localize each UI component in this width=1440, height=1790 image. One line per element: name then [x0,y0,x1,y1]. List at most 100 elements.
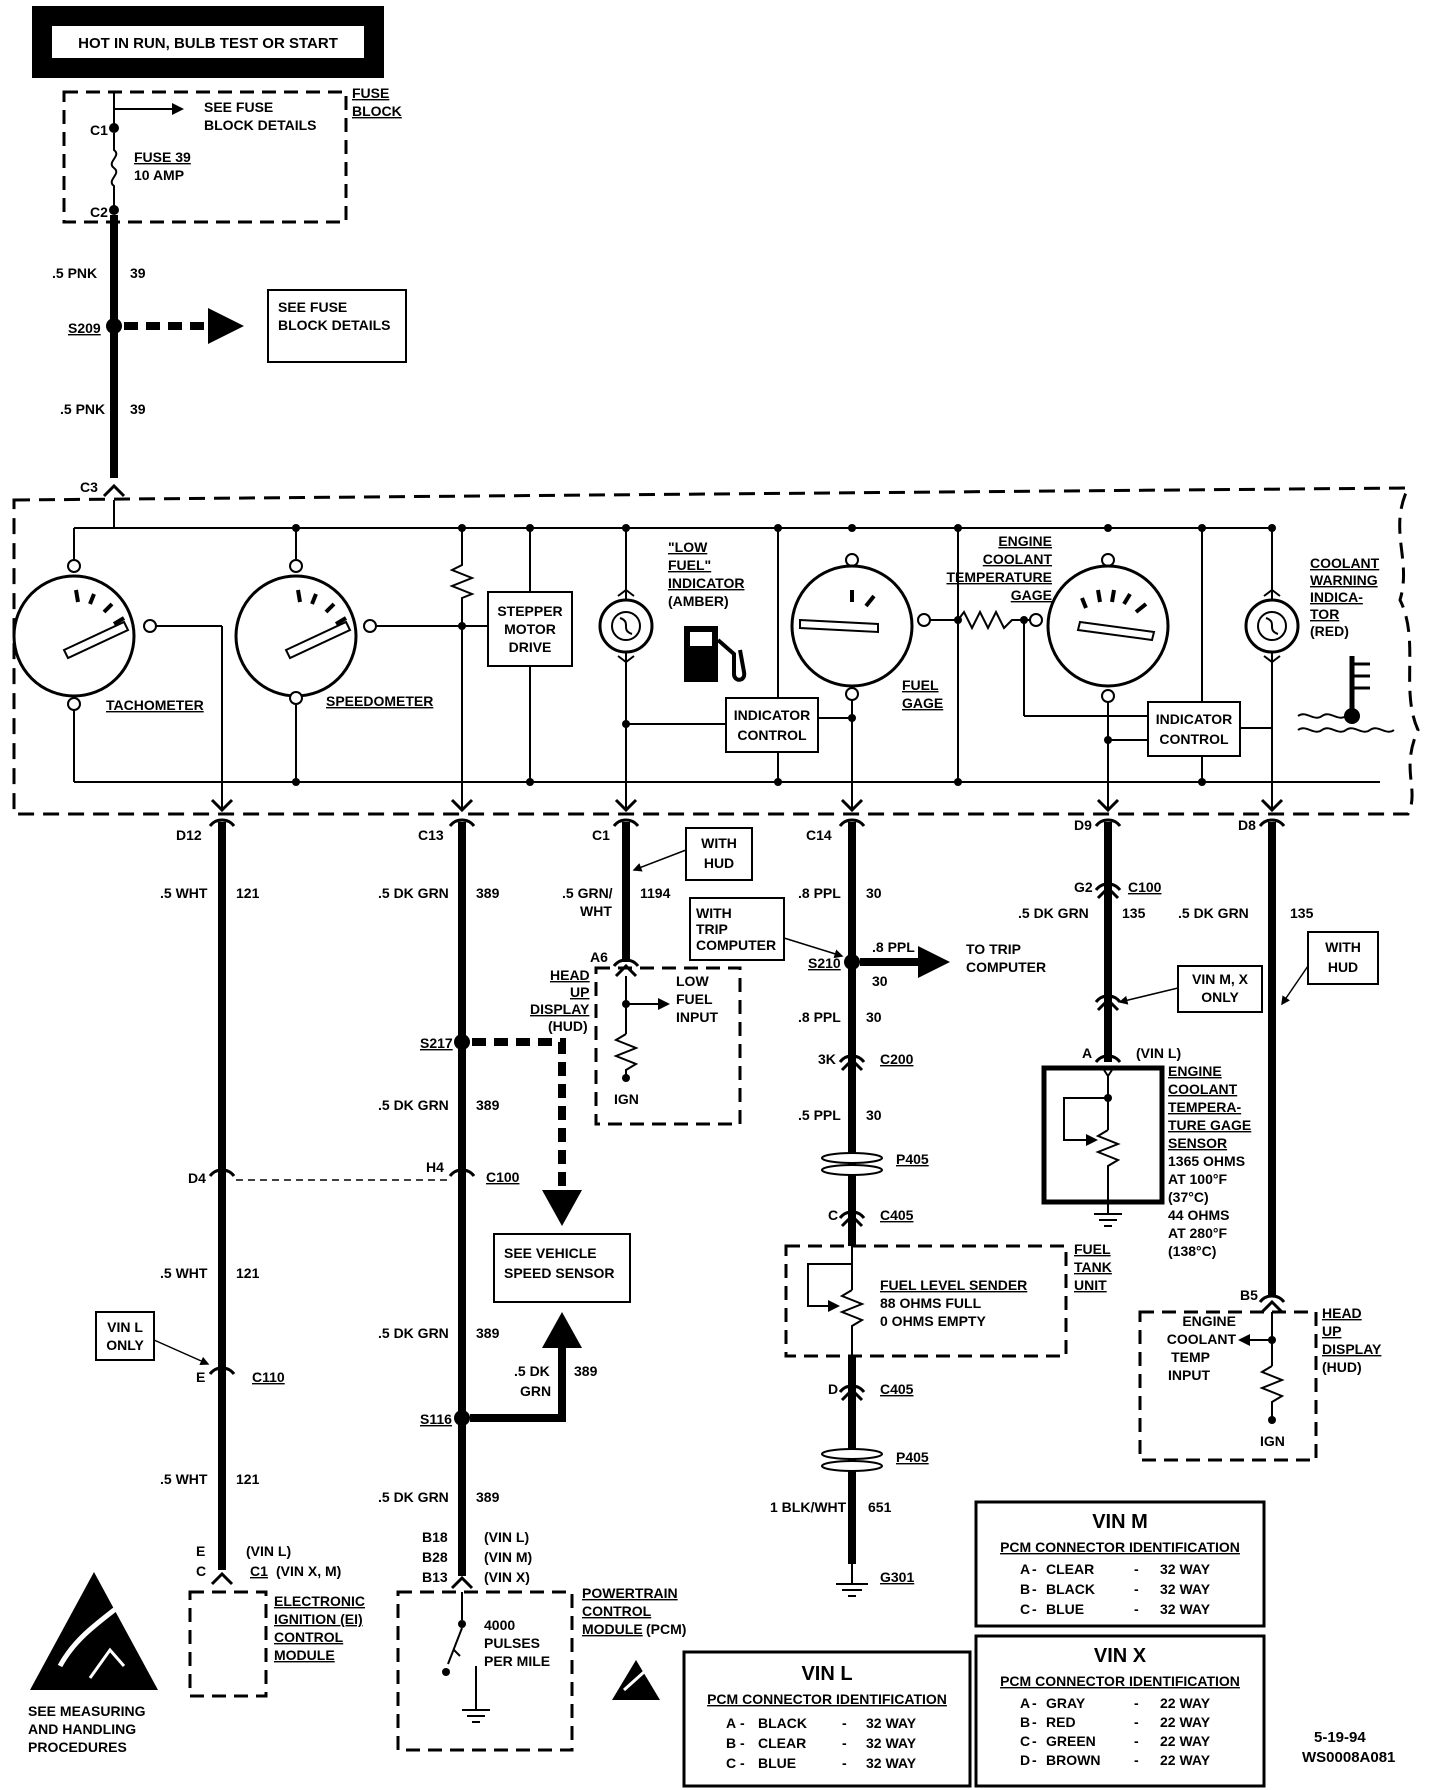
speedometer-label: SPEEDOMETER [326,693,433,709]
conn-c405-d: C405 [880,1381,914,1397]
svg-text:22 WAY: 22 WAY [1160,1752,1211,1768]
svg-text:.5 GRN/: .5 GRN/ [562,885,613,901]
esd-note: PROCEDURES [28,1739,127,1755]
svg-text:4000: 4000 [484,1617,515,1633]
svg-text:VIN M, X: VIN M, X [1192,971,1249,987]
svg-text:32 WAY: 32 WAY [866,1755,917,1771]
svg-text:SENSOR: SENSOR [1168,1135,1227,1151]
svg-text:PCM CONNECTOR IDENTIFICATION: PCM CONNECTOR IDENTIFICATION [1000,1539,1240,1555]
conn-d8: D8 [1238,817,1256,833]
svg-text:G2: G2 [1074,879,1093,895]
svg-text:32 WAY: 32 WAY [1160,1561,1211,1577]
svg-text:A: A [1020,1695,1030,1711]
ground-symbol-g301 [836,1583,868,1597]
svg-text:.5 WHT: .5 WHT [160,885,208,901]
svg-text:.5 DK GRN: .5 DK GRN [378,1489,449,1505]
svg-text:COMPUTER: COMPUTER [966,959,1046,975]
speedometer-gauge: SPEEDOMETER [234,559,462,709]
svg-text:(HUD): (HUD) [1322,1359,1362,1375]
splice-s217 [454,1034,470,1050]
svg-text:.5 WHT: .5 WHT [160,1265,208,1281]
svg-text:1365 OHMS: 1365 OHMS [1168,1153,1245,1169]
conn-c200: C200 [880,1051,914,1067]
svg-text:HUD: HUD [1328,959,1358,975]
svg-text:-: - [740,1755,745,1771]
c1-label: C1 [90,122,108,138]
svg-text:389: 389 [476,1097,500,1113]
svg-text:WARNING: WARNING [1310,572,1378,588]
table-vin-x: VIN X PCM CONNECTOR IDENTIFICATION A - G… [974,1634,1266,1788]
circuit-135-hud: D8 .5 DK GRN 135 WITH HUD B5 ENGINE COOL… [1138,817,1382,1462]
svg-text:C1: C1 [250,1563,268,1579]
svg-text:UP: UP [570,984,589,1000]
svg-text:CLEAR: CLEAR [1046,1561,1094,1577]
svg-text:COOLANT: COOLANT [1310,555,1380,571]
see-fuse-details: BLOCK DETAILS [204,117,317,133]
svg-text:A: A [1082,1045,1092,1061]
svg-text:B: B [726,1735,736,1751]
svg-text:TRIP: TRIP [696,921,728,937]
splice-s209 [106,318,122,334]
svg-text:-: - [1134,1601,1139,1617]
svg-text:-: - [1032,1601,1037,1617]
svg-text:B13: B13 [422,1569,448,1585]
svg-text:ONLY: ONLY [106,1337,144,1353]
circuit-1194: C1 WITH HUD .5 GRN/ WHT 1194 A6 HEAD UP … [530,818,753,1126]
pass-through-p405-a [821,1152,883,1176]
svg-text:.5 DK GRN: .5 DK GRN [1178,905,1249,921]
svg-text:(37°C): (37°C) [1168,1189,1209,1205]
svg-text:WHT: WHT [580,903,612,919]
stepper-resistor [449,528,475,782]
conn-c100-g2: C100 [1128,879,1162,895]
svg-text:BLACK: BLACK [758,1715,807,1731]
svg-text:-: - [1134,1695,1139,1711]
svg-text:-: - [740,1735,745,1751]
fuse-block-label: BLOCK [352,103,402,119]
svg-text:S209: S209 [68,320,101,336]
svg-text:COMPUTER: COMPUTER [696,937,776,953]
svg-text:D: D [828,1381,838,1397]
svg-text:-: - [1134,1714,1139,1730]
esd-note: SEE MEASURING [28,1703,146,1719]
svg-text:STEPPER: STEPPER [497,603,562,619]
tachometer-needle [62,620,130,660]
svg-text:INDICATOR: INDICATOR [1156,711,1232,727]
svg-text:C: C [1020,1733,1030,1749]
fuse-block-label: FUSE [352,85,389,101]
svg-text:.5 PNK: .5 PNK [60,401,105,417]
svg-text:CLEAR: CLEAR [758,1735,806,1751]
svg-text:-: - [842,1735,847,1751]
fuse-39-symbol [110,133,118,210]
indicator-control-2: INDICATOR CONTROL [1147,701,1241,757]
fuse-rating: FUSE 39 [134,149,191,165]
tachometer-gauge: TACHOMETER [12,559,223,782]
svg-text:-: - [1032,1714,1037,1730]
svg-text:121: 121 [236,885,260,901]
svg-text:-: - [1032,1581,1037,1597]
svg-text:135: 135 [1122,905,1146,921]
svg-text:CONTROL: CONTROL [1159,731,1229,747]
svg-text:.5 PPL: .5 PPL [798,1107,841,1123]
svg-text:PER MILE: PER MILE [484,1653,550,1669]
svg-text:-: - [1134,1752,1139,1768]
coolant-warning-indicator-lamp: COOLANT WARNING INDICA- TOR (RED) [1244,528,1395,782]
c2-label: C2 [90,204,108,220]
svg-text:C: C [196,1563,206,1579]
svg-text:ENGINE: ENGINE [1168,1063,1222,1079]
table-vin-m: VIN M PCM CONNECTOR IDENTIFICATION A - C… [974,1500,1266,1628]
conn-d4: D4 [188,1170,206,1186]
esd-warning-icon [30,1572,158,1690]
svg-text:AT 280°F: AT 280°F [1168,1225,1227,1241]
svg-text:-: - [1134,1733,1139,1749]
svg-text:POWERTRAIN: POWERTRAIN [582,1585,678,1601]
fuel-pump-icon [684,626,747,682]
c2-terminal [109,205,119,215]
vehicle-speed-sensor-ref [493,1233,631,1303]
conn-d12: D12 [176,827,202,843]
svg-text:.8 PPL: .8 PPL [798,1009,841,1025]
svg-text:3K: 3K [818,1051,836,1067]
svg-text:(VIN L): (VIN L) [246,1543,291,1559]
svg-text:DISPLAY: DISPLAY [530,1001,590,1017]
svg-text:651: 651 [868,1499,892,1515]
